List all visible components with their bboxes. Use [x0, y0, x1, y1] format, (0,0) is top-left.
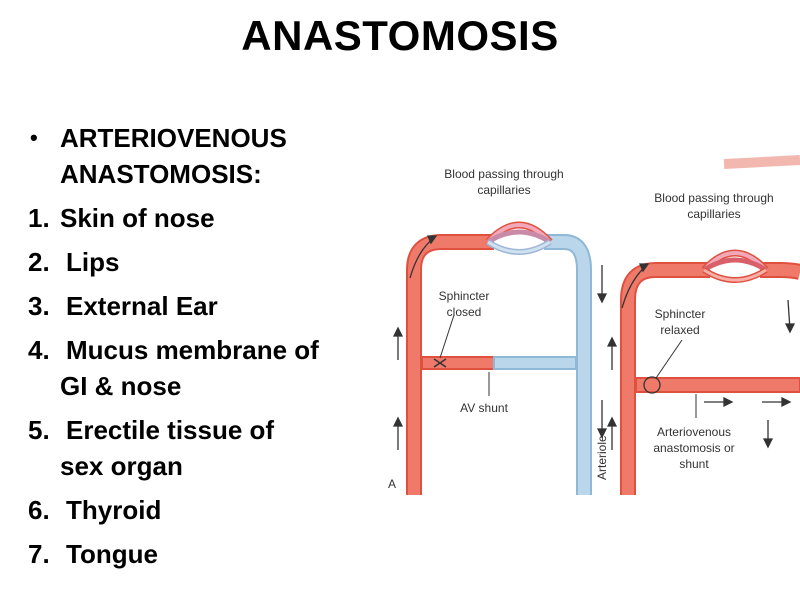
anastomosis-label-line-2: anastomosis or: [653, 441, 734, 455]
list-item-text: Thyroid: [66, 495, 162, 525]
heading-line-1: ARTERIOVENOUS: [60, 123, 287, 153]
list-number: 5.: [28, 415, 50, 445]
sphincter-relaxed-line-2: relaxed: [660, 323, 699, 337]
list-item-text: Lips: [66, 247, 120, 277]
anastomosis-list: • ARTERIOVENOUS ANASTOMOSIS: 1. Skin of …: [28, 120, 378, 580]
list-number: 6.: [28, 495, 50, 525]
anastomosis-diagram: Blood passing through capillaries Sphinc…: [384, 150, 800, 495]
sphincter-closed-line-1: Sphincter: [439, 289, 490, 303]
list-item: 4. Mucus membrane of GI & nose: [28, 332, 378, 404]
list-number: 1.: [28, 203, 50, 233]
right-caption-line-1: Blood passing through: [654, 191, 773, 205]
list-item-text: Skin of nose: [60, 203, 215, 233]
list-number: 3.: [28, 291, 50, 321]
left-panel: Blood passing through capillaries Sphinc…: [388, 167, 608, 495]
left-av-shunt-vessel: [421, 356, 577, 370]
list-item: 1. Skin of nose: [28, 200, 378, 236]
left-caption-line-1: Blood passing through: [444, 167, 563, 181]
right-top-vessel: [723, 155, 800, 169]
anastomosis-label-line-3: shunt: [679, 457, 709, 471]
list-item-text: Erectile tissue of: [66, 415, 275, 445]
right-capillaries: [701, 249, 769, 283]
list-item: 5. Erectile tissue of sex organ: [28, 412, 378, 484]
list-item: 3. External Ear: [28, 288, 378, 324]
sphincter-closed-line-2: closed: [447, 305, 482, 319]
list-heading: • ARTERIOVENOUS ANASTOMOSIS:: [28, 120, 378, 192]
left-caption-line-2: capillaries: [477, 183, 530, 197]
av-shunt-label: AV shunt: [460, 401, 508, 415]
heading-line-2: ANASTOMOSIS:: [60, 159, 262, 189]
list-number: 2.: [28, 247, 50, 277]
sphincter-relaxed-pointer: [655, 339, 683, 379]
list-item-text-cont: sex organ: [60, 451, 183, 481]
right-panel: Blood passing through capillaries Sphinc…: [595, 155, 800, 495]
left-capillaries: [485, 221, 553, 255]
arteriole-label: Arteriole: [595, 435, 609, 480]
closed-sphincter-icon: [433, 358, 447, 368]
anastomosis-figure: Blood passing through capillaries Sphinc…: [384, 150, 800, 495]
list-item: 7. Tongue: [28, 536, 378, 572]
right-caption-line-2: capillaries: [687, 207, 740, 221]
slide-title: ANASTOMOSIS: [241, 12, 559, 59]
list-item: 6. Thyroid: [28, 492, 378, 528]
relaxed-sphincter-icon: [643, 376, 661, 394]
sphincter-relaxed-line-1: Sphincter: [655, 307, 706, 321]
right-av-shunt-vessel: [635, 376, 800, 394]
list-number: 4.: [28, 335, 50, 365]
list-number: 7.: [28, 539, 50, 569]
list-item-text-cont: GI & nose: [60, 371, 182, 401]
list-item-text: Tongue: [66, 539, 158, 569]
sphincter-pointer: [439, 314, 455, 359]
list-item: 2. Lips: [28, 244, 378, 280]
anastomosis-label-line-1: Arteriovenous: [657, 425, 731, 439]
list-item-text: Mucus membrane of: [66, 335, 319, 365]
list-item-text: External Ear: [66, 291, 218, 321]
panel-letter: A: [388, 477, 396, 491]
bullet-icon: •: [30, 125, 38, 150]
right-flow-arrows: [606, 263, 796, 450]
left-flow-arrows: [392, 235, 608, 450]
